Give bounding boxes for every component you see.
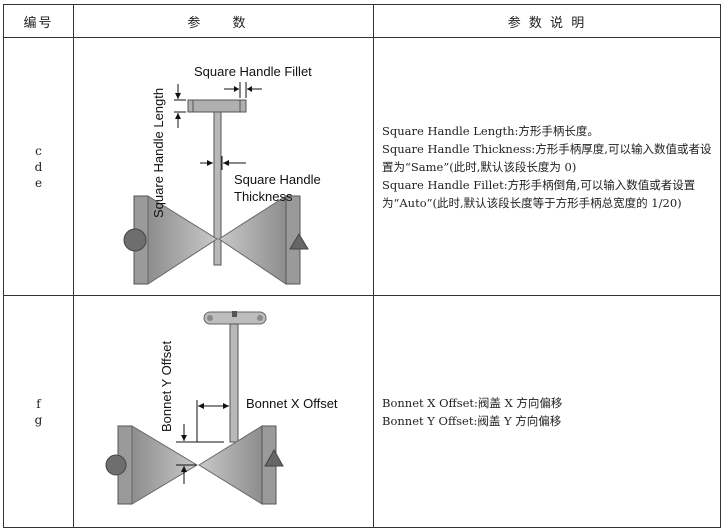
row-description: Bonnet X Offset:阀盖 X 方向偏移 Bonnet Y Offse… [373, 295, 721, 528]
valve-stem [229, 323, 239, 443]
row-ids: f g [3, 295, 74, 528]
id-e: e [34, 175, 43, 190]
bonnet-offset-figure: Bonnet X Offset Bonnet Y Offset [73, 295, 374, 528]
label-square-handle-length: Square Handle Length [151, 88, 166, 218]
id-f: f [36, 396, 41, 411]
label-square-handle-thickness-1: Square Handle [234, 172, 321, 187]
square-handle-figure: Square Handle Fillet Square Handle Lengt… [73, 37, 374, 296]
square-handle-diagram: Square Handle Fillet Square Handle Lengt… [123, 64, 321, 285]
row-description: Square Handle Length:方形手柄长度。 Square Hand… [373, 37, 721, 296]
desc-line-x-offset: Bonnet X Offset:阀盖 X 方向偏移 [382, 395, 563, 410]
row-ids: c d e [3, 37, 74, 296]
label-bonnet-y-offset: Bonnet Y Offset [159, 341, 174, 432]
valve-stem [213, 111, 222, 266]
id-c: c [35, 143, 42, 158]
desc-line-length: Square Handle Length:方形手柄长度。 [382, 123, 599, 138]
desc-line-thickness: Square Handle Thickness:方形手柄厚度,可以输入数值或者设… [382, 141, 712, 174]
header-desc: 参 数 说 明 [373, 4, 721, 38]
bonnet-offset-diagram: Bonnet X Offset Bonnet Y Offset [105, 311, 338, 505]
table-row: c d e [3, 37, 721, 296]
label-square-handle-fillet: Square Handle Fillet [194, 64, 312, 79]
label-square-handle-thickness-2: Thickness [234, 189, 293, 204]
desc-line-y-offset: Bonnet Y Offset:阀盖 Y 方向偏移 [382, 413, 562, 428]
table-header-row: 编号 参 数 参 数 说 明 [3, 4, 721, 38]
label-bonnet-x-offset: Bonnet X Offset [246, 396, 338, 411]
desc-line-fillet: Square Handle Fillet:方形手柄倒角,可以输入数值或者设置为“… [382, 177, 696, 210]
parameter-table: 编号 参 数 参 数 说 明 c d e [3, 4, 721, 528]
header-param: 参 数 [73, 4, 374, 38]
header-id: 编号 [3, 4, 74, 38]
id-d: d [34, 159, 43, 174]
id-g: g [34, 412, 43, 427]
table-row: f g [3, 295, 721, 528]
square-handle-bar [187, 99, 247, 113]
